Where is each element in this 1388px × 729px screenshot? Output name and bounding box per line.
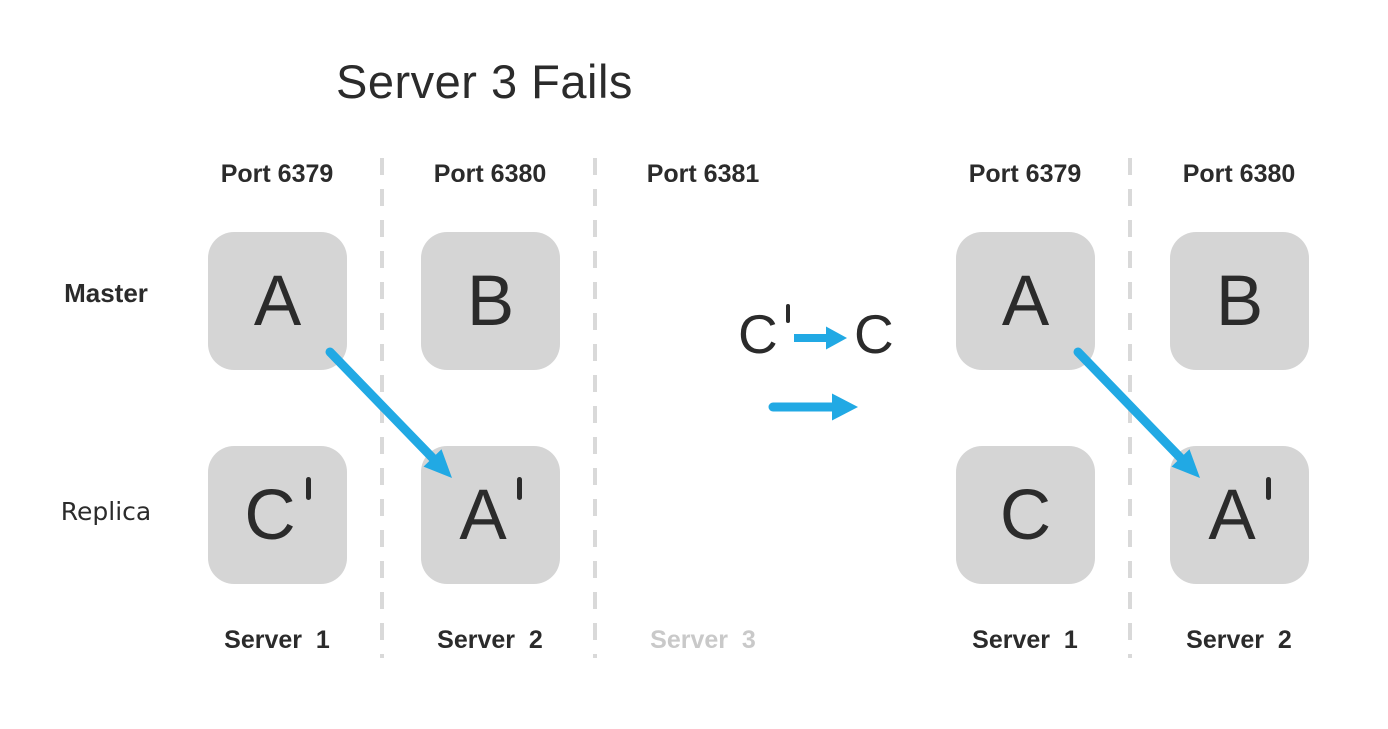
node-box-right-master-a: A [956, 232, 1095, 370]
node-box-left-master-a: A [208, 232, 347, 370]
node-letter: C [854, 303, 894, 365]
port-label-left-2: Port 6380 [433, 160, 547, 188]
diagram-title: Server 3 Fails [336, 55, 633, 108]
node-letter: A [253, 261, 302, 341]
port-label-right-1: Port 6379 [968, 160, 1082, 188]
prime-mark [785, 304, 790, 323]
promotion-arrow-icon [794, 326, 847, 350]
node-letter: C [244, 475, 296, 555]
node-letter: B [1215, 261, 1264, 341]
node-box-right-replica-a: A [1170, 446, 1309, 584]
port-label-left-1: Port 6379 [220, 160, 334, 188]
server-label-right-1: Server 1 [972, 626, 1078, 654]
master-row-label: Master [64, 278, 148, 308]
node-letter: B [466, 261, 515, 341]
node-letter: C [999, 475, 1052, 555]
server-label-right-2: Server 2 [1186, 626, 1292, 654]
node-box-left-master-b: B [421, 232, 560, 370]
promotion-from: C [738, 303, 790, 365]
divider-dashed-left-2 [593, 158, 597, 658]
node-letter: A [459, 475, 507, 555]
promotion-to: C [854, 307, 894, 362]
replica-row-label: Replica [60, 497, 152, 526]
transition-arrow-icon [768, 393, 858, 421]
prime-mark [516, 476, 522, 500]
port-label-right-2: Port 6380 [1182, 160, 1296, 188]
node-letter: A [1208, 475, 1256, 555]
server-label-left-1: Server 1 [224, 626, 330, 654]
node-box-right-replica-c: C [956, 446, 1095, 584]
server-label-left-2: Server 2 [437, 626, 543, 654]
server-label-left-3-failed: Server 3 [650, 626, 756, 654]
prime-mark [305, 476, 311, 500]
divider-dashed-right [1128, 158, 1132, 658]
divider-dashed-left-1 [380, 158, 384, 658]
node-box-left-replica-c: C [208, 446, 347, 584]
node-letter: A [1001, 261, 1050, 341]
prime-mark [1265, 476, 1271, 500]
node-box-right-master-b: B [1170, 232, 1309, 370]
port-label-left-3: Port 6381 [646, 160, 760, 188]
node-letter: C [738, 303, 778, 365]
node-box-left-replica-a: A [421, 446, 560, 584]
